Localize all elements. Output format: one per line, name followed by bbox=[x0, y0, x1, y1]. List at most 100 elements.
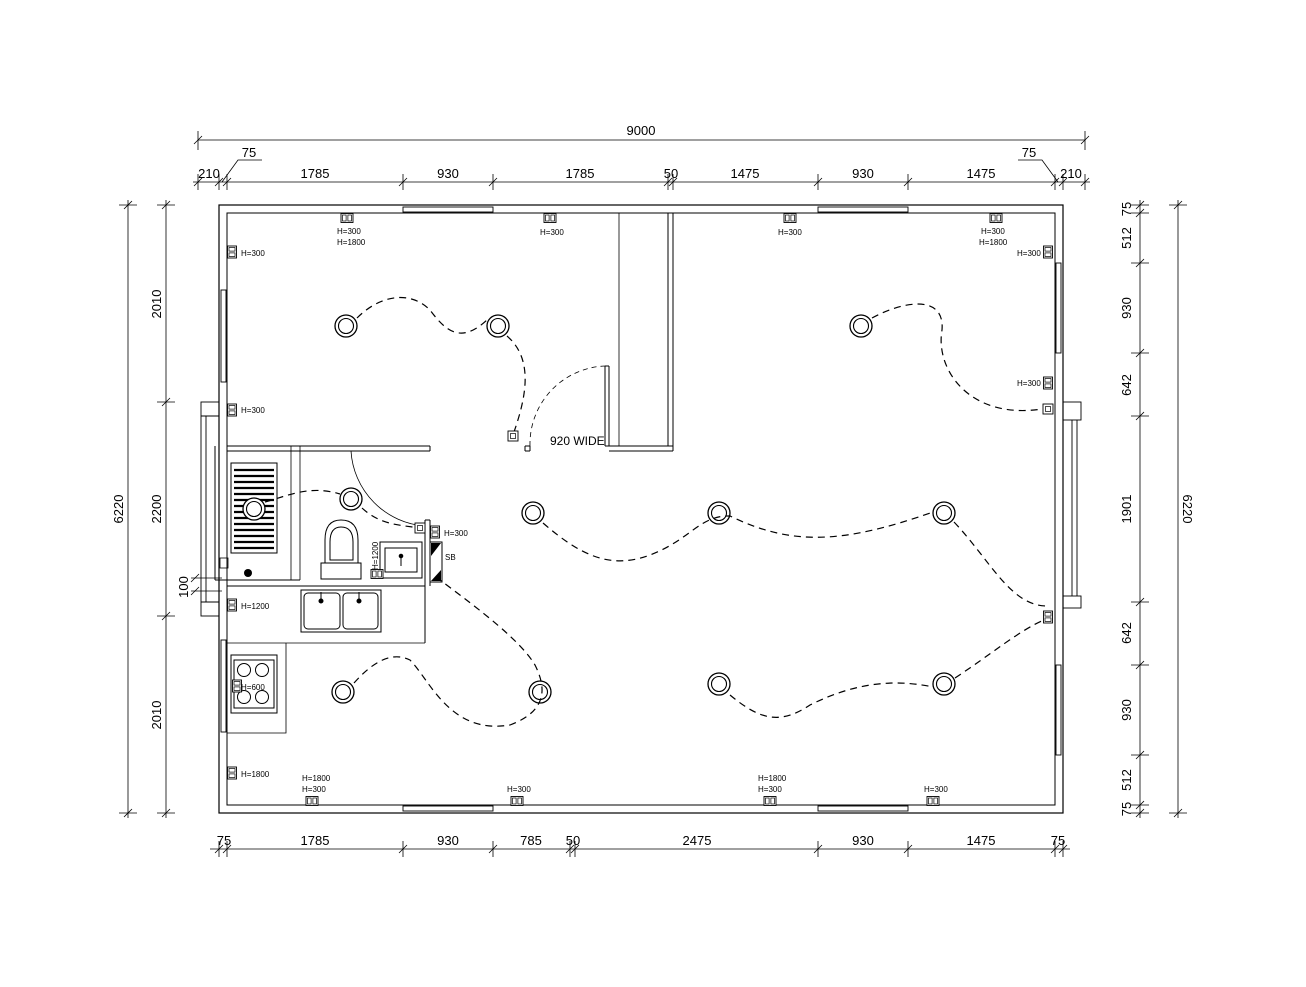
dim-overall-left: 6220 bbox=[111, 495, 126, 524]
ceiling-light-icon bbox=[707, 672, 731, 696]
power-outlet-icon bbox=[340, 213, 354, 223]
power-outlets bbox=[227, 213, 1054, 806]
ceiling-light-icon bbox=[486, 314, 510, 338]
dim-top-11: 210 bbox=[1060, 166, 1082, 181]
dim-top-7: 1475 bbox=[731, 166, 760, 181]
power-outlet-icon bbox=[227, 598, 237, 612]
switch-icon bbox=[414, 522, 426, 534]
power-outlet-icon bbox=[989, 213, 1003, 223]
power-outlet-icon bbox=[305, 796, 319, 806]
dim-right-8: 512 bbox=[1119, 769, 1134, 791]
switch-icon bbox=[1042, 403, 1054, 415]
dim-bottom-6: 2475 bbox=[683, 833, 712, 848]
dim-bottom-9: 75 bbox=[1051, 833, 1065, 848]
switch-icon bbox=[507, 430, 519, 442]
ceiling-light-icon bbox=[242, 497, 266, 521]
switchboard-label: SB bbox=[445, 553, 456, 562]
outlet-note: H=300 bbox=[507, 785, 531, 794]
dim-top-1: 210 bbox=[198, 166, 220, 181]
dim-right-9: 75 bbox=[1119, 802, 1134, 816]
dim-top-6: 50 bbox=[664, 166, 678, 181]
windows bbox=[200, 206, 1082, 812]
outlet-note: H=300 bbox=[241, 406, 265, 415]
outlet-note: H=1800 bbox=[302, 774, 331, 783]
dim-top-5: 1785 bbox=[566, 166, 595, 181]
outlet-note: H=300 bbox=[540, 228, 564, 237]
dim-bottom-3: 930 bbox=[437, 833, 459, 848]
outlet-note: H=1200 bbox=[241, 602, 270, 611]
outlet-note: H=300 bbox=[1017, 249, 1041, 258]
outlet-note: H=1800 bbox=[241, 770, 270, 779]
shower bbox=[219, 462, 278, 577]
power-outlet-icon bbox=[763, 796, 777, 806]
outlet-note: H=300 bbox=[924, 785, 948, 794]
ceiling-light-icon bbox=[334, 314, 358, 338]
dim-overall-right: 6220 bbox=[1180, 495, 1195, 524]
power-outlet-icon bbox=[227, 403, 237, 417]
walls bbox=[214, 204, 1064, 814]
dim-left-2: 2200 bbox=[149, 495, 164, 524]
outlet-note: H=300 bbox=[241, 249, 265, 258]
outlet-notes: H=300 H=1800 H=300 H=300 H=300 H=1800 H=… bbox=[241, 227, 1041, 794]
outlet-note: H=300 bbox=[444, 529, 468, 538]
outlet-note: H=300 bbox=[1017, 379, 1041, 388]
outlet-note: H=1800 bbox=[758, 774, 787, 783]
power-outlet-icon bbox=[1043, 376, 1053, 390]
dim-left-1: 2010 bbox=[149, 290, 164, 319]
dimension-lines bbox=[119, 131, 1187, 857]
dim-top-10: 1475 bbox=[967, 166, 996, 181]
dim-right-7: 930 bbox=[1119, 699, 1134, 721]
dim-right-2: 512 bbox=[1119, 227, 1134, 249]
outlet-note: H=1800 bbox=[337, 238, 366, 247]
toilet bbox=[320, 519, 362, 580]
ceiling-light-icon bbox=[932, 672, 956, 696]
outlet-note: H=1200 bbox=[371, 541, 380, 570]
dim-top-4: 930 bbox=[437, 166, 459, 181]
ceiling-light-icon bbox=[521, 501, 545, 525]
dim-top-3: 1785 bbox=[301, 166, 330, 181]
dim-right-5: 1901 bbox=[1119, 495, 1134, 524]
power-outlet-icon bbox=[510, 796, 524, 806]
power-outlet-icon bbox=[543, 213, 557, 223]
dim-bottom-4: 785 bbox=[520, 833, 542, 848]
ceiling-light-icon bbox=[339, 487, 363, 511]
dim-right-3: 930 bbox=[1119, 297, 1134, 319]
power-outlet-icon bbox=[926, 796, 940, 806]
outlet-note: H=1800 bbox=[979, 238, 1008, 247]
door-width-label: 920 WIDE bbox=[550, 434, 605, 448]
ceiling-light-icon bbox=[932, 501, 956, 525]
ceiling-light-icon bbox=[849, 314, 873, 338]
dim-overall-top: 9000 bbox=[627, 123, 656, 138]
power-outlet-icon bbox=[783, 213, 797, 223]
dim-bottom-7: 930 bbox=[852, 833, 874, 848]
power-outlet-icon bbox=[227, 766, 237, 780]
outlet-note: H=600 bbox=[241, 683, 265, 692]
outlet-note: H=300 bbox=[337, 227, 361, 236]
dim-bottom-1: 75 bbox=[217, 833, 231, 848]
outlet-note: H=300 bbox=[981, 227, 1005, 236]
dim-right-6: 642 bbox=[1119, 622, 1134, 644]
power-outlet-icon bbox=[227, 245, 237, 259]
wiring bbox=[264, 296, 1047, 727]
dimension-texts: 9000 210 75 1785 930 1785 50 1475 930 75… bbox=[111, 123, 1195, 848]
dim-top-8: 930 bbox=[852, 166, 874, 181]
outlet-note: H=300 bbox=[758, 785, 782, 794]
dim-right-1: 75 bbox=[1119, 202, 1134, 216]
vanity-basin bbox=[379, 541, 423, 579]
dim-bottom-2: 1785 bbox=[301, 833, 330, 848]
power-outlet-icon bbox=[1043, 245, 1053, 259]
power-outlet-icon bbox=[430, 525, 440, 539]
dim-bottom-5: 50 bbox=[566, 833, 580, 848]
power-outlet-icon bbox=[1043, 610, 1053, 624]
dim-bottom-8: 1475 bbox=[967, 833, 996, 848]
dim-left-4: 2010 bbox=[149, 701, 164, 730]
dim-right-4: 642 bbox=[1119, 374, 1134, 396]
ceiling-lights bbox=[242, 314, 956, 704]
ceiling-light-icon bbox=[331, 680, 355, 704]
kitchen-sink bbox=[300, 589, 382, 633]
dim-left-3: 100 bbox=[176, 576, 191, 598]
outlet-note: H=300 bbox=[302, 785, 326, 794]
outlet-note: H=300 bbox=[778, 228, 802, 237]
